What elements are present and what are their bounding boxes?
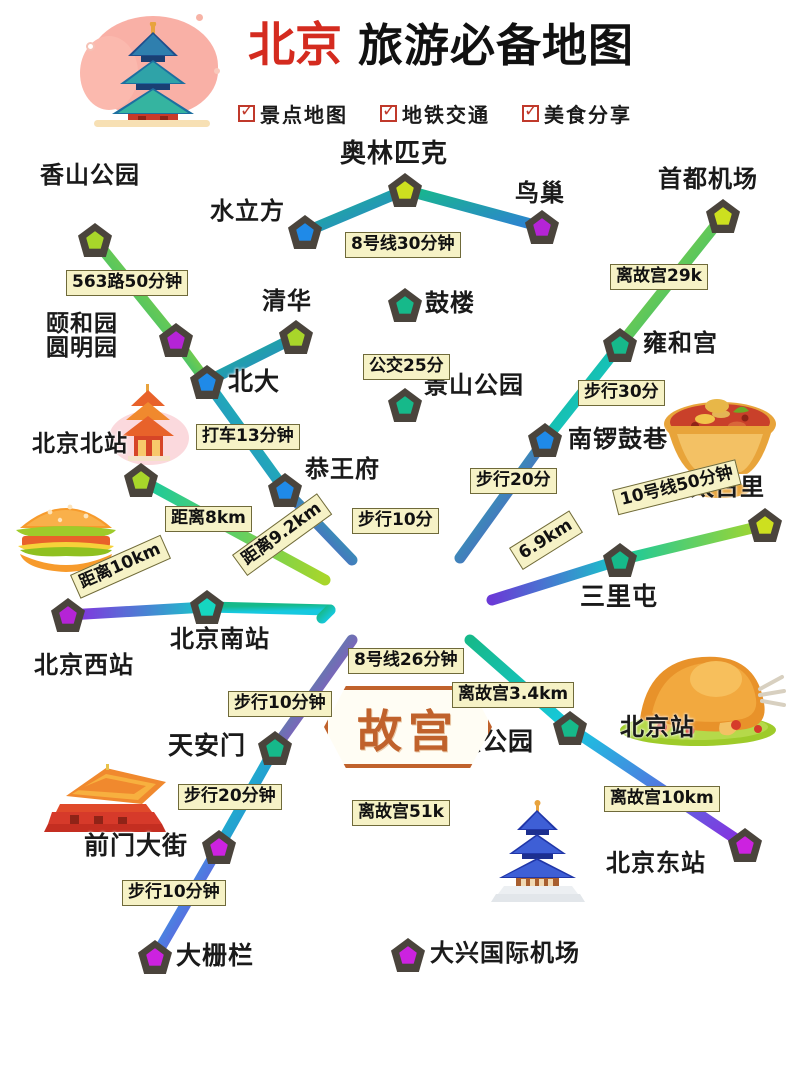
node-jingshan[interactable]: [388, 388, 422, 422]
node-nanluoguxiang[interactable]: [528, 423, 562, 457]
title-highlight: 北京: [238, 14, 352, 78]
pagoda-icon: [108, 380, 190, 466]
route-tag-xiangshan: 563路50分钟: [66, 270, 189, 297]
node-label-nanluoguxiang: 南锣鼓巷: [568, 425, 668, 453]
node-shuilifang[interactable]: [288, 215, 322, 249]
page-title: 北京 旅游必备地图: [238, 14, 778, 88]
node-label-aolinpike: 奥林匹克: [340, 139, 449, 169]
node-label-daxing: 大兴国际机场: [430, 939, 580, 967]
node-qinghua[interactable]: [279, 320, 313, 354]
node-label-xiangshan: 香山公园: [40, 161, 140, 189]
route-tag-yonghegong: 步行30分: [578, 380, 665, 407]
node-yonghegong[interactable]: [603, 328, 637, 362]
node-label-gulou: 鼓楼: [425, 289, 475, 317]
checklist-item-label: 美食分享: [544, 102, 632, 127]
node-beida[interactable]: [190, 365, 224, 399]
node-tiananmen[interactable]: [258, 731, 292, 765]
route-tag-tiantan: 8号线26分钟: [348, 648, 464, 675]
node-beijingdong[interactable]: [728, 828, 762, 862]
node-beijingnan[interactable]: [190, 590, 224, 624]
header-checklist: ✓ 景点地图 ✓ 地铁交通 ✓ 美食分享: [238, 96, 738, 130]
node-label-beijingbei: 北京北站: [32, 431, 128, 457]
logo-dot: [214, 68, 220, 74]
route-tag-shoudu: 离故宫29k: [610, 264, 708, 291]
temple-of-heaven-icon: [108, 20, 198, 126]
node-label-shuilifang: 水立方: [210, 197, 285, 225]
node-aolinpike[interactable]: [388, 173, 422, 207]
checkbox-checked-icon[interactable]: ✓: [380, 100, 397, 122]
node-label-beijingxi: 北京西站: [34, 651, 134, 679]
route-tag-aolinpike: 8号线30分钟: [345, 232, 461, 259]
tiananmen-gate-icon: [42, 760, 182, 840]
hotpot-icon: [655, 390, 785, 500]
route-tag-daxing: 离故宫51k: [352, 800, 450, 827]
node-label-beijingzhan: 北京站: [620, 713, 695, 741]
roast-turkey-icon: [612, 635, 787, 750]
node-shoudu[interactable]: [706, 199, 740, 233]
title-highlight-text: 北京: [248, 18, 342, 73]
route-tag-qianmen: 步行20分钟: [178, 784, 282, 811]
node-xiangshan[interactable]: [78, 223, 112, 257]
route-tag-jingshan: 步行10分: [352, 508, 439, 535]
node-label-beijingnan: 北京南站: [170, 625, 270, 653]
checkbox-checked-icon[interactable]: ✓: [238, 100, 255, 122]
node-label-beijingdong: 北京东站: [606, 849, 706, 877]
node-label-dazhalan: 大栅栏: [176, 941, 255, 970]
route-tag-nanluoguxiang: 步行20分: [470, 468, 557, 495]
node-beijingzhan[interactable]: [553, 711, 587, 745]
title-rest-text: 旅游必备地图: [358, 19, 635, 72]
logo-base-bar: [94, 120, 210, 127]
logo-dot: [86, 42, 95, 51]
logo: [78, 8, 228, 128]
node-label-sanlitun: 三里屯: [580, 582, 659, 611]
route-tag-gulou: 公交25分: [363, 354, 450, 381]
node-sanlitun[interactable]: [603, 543, 637, 577]
node-label-tiananmen: 天安门: [168, 731, 247, 760]
checkbox-checked-icon[interactable]: ✓: [522, 100, 539, 122]
node-gulou[interactable]: [388, 288, 422, 322]
route-tag-dazhalan: 步行10分钟: [122, 880, 226, 907]
header: 北京 旅游必备地图 ✓ 景点地图 ✓ 地铁交通 ✓ 美食分享: [0, 0, 800, 140]
checklist-item-label: 景点地图: [260, 102, 348, 127]
node-label-gongwangfu: 恭王府: [305, 455, 380, 483]
node-yiheyuan[interactable]: [159, 323, 193, 357]
route-tag-tiananmen: 步行10分钟: [228, 691, 332, 718]
node-label-yiheyuan: 颐和园 圆明园: [46, 311, 118, 362]
node-dazhalan[interactable]: [138, 940, 172, 974]
node-label-qianmen: 前门大街: [84, 831, 189, 860]
node-gongwangfu[interactable]: [268, 473, 302, 507]
logo-dot: [196, 14, 203, 21]
hub-label: 故宫: [356, 704, 459, 758]
node-beijingbei[interactable]: [124, 463, 158, 497]
checklist-item-subway[interactable]: ✓ 地铁交通: [380, 99, 490, 128]
node-niaochao[interactable]: [525, 210, 559, 244]
node-qianmen[interactable]: [202, 830, 236, 864]
temple-of-heaven-icon: [490, 800, 586, 904]
checklist-item-label: 地铁交通: [402, 102, 490, 127]
checklist-item-attractions[interactable]: ✓ 景点地图: [238, 99, 348, 128]
node-label-shoudu: 首都机场: [658, 165, 758, 193]
hub-forbidden-city[interactable]: 故宫: [324, 686, 492, 768]
node-label-qinghua: 清华: [262, 287, 312, 315]
node-label-yonghegong: 雍和宫: [643, 329, 718, 357]
map-canvas: 香山公园 颐和园 圆明园 北京北站 北大 清华 水立方 奥林匹克 鸟巢 鼓楼 景…: [0, 139, 800, 1074]
node-daxing[interactable]: [391, 938, 425, 972]
route-tag-beijingdong: 离故宫10km: [604, 786, 720, 813]
node-label-niaochao: 鸟巢: [515, 179, 565, 207]
node-beijingxi[interactable]: [51, 598, 85, 632]
route-tag-beijingbei: 距离8km: [165, 506, 252, 533]
route-tag-beijingzhan: 离故宫3.4km: [452, 682, 575, 709]
checklist-item-food[interactable]: ✓ 美食分享: [522, 99, 632, 128]
node-taiguli[interactable]: [748, 508, 782, 542]
route-tag-beida: 打车13分钟: [196, 424, 300, 451]
node-label-beida: 北大: [228, 367, 281, 396]
